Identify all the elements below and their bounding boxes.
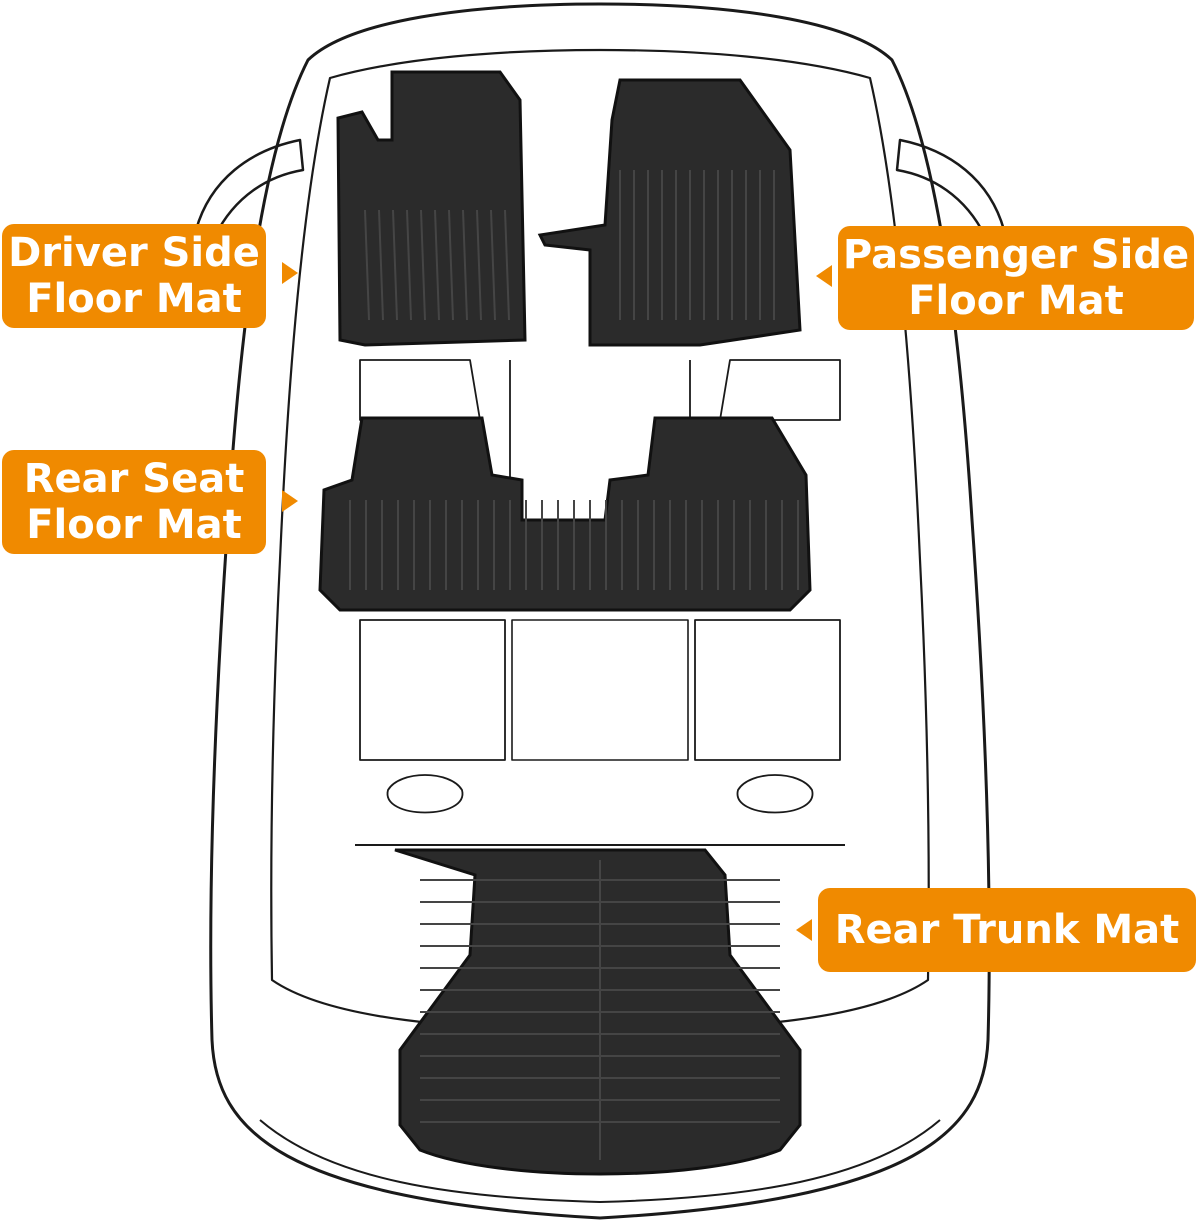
passenger-side-callout: Passenger Side Floor Mat bbox=[838, 226, 1194, 330]
trunk-callout-line1: Rear Trunk Mat bbox=[834, 907, 1180, 953]
driver-mat-groove bbox=[420, 209, 426, 321]
floor-mats bbox=[318, 70, 812, 1176]
trunk-callout-pointer bbox=[796, 919, 812, 941]
passenger-callout-pointer bbox=[816, 265, 832, 287]
driver-side-floor-mat bbox=[336, 70, 527, 347]
driver-callout-line1: Driver Side bbox=[8, 230, 260, 276]
driver-mat-groove bbox=[434, 209, 440, 321]
passenger-callout-line1: Passenger Side bbox=[842, 232, 1190, 278]
driver-mat-groove bbox=[378, 209, 384, 321]
rear-seat-callout-line1: Rear Seat bbox=[23, 456, 245, 502]
left-side-mirror bbox=[194, 138, 305, 238]
rear-seat-floor-mat bbox=[318, 416, 812, 612]
right-seat-outline bbox=[719, 359, 841, 421]
driver-mat-groove bbox=[448, 209, 454, 321]
rear-trunk-callout: Rear Trunk Mat bbox=[818, 888, 1196, 972]
driver-callout-line2: Floor Mat bbox=[26, 276, 242, 322]
driver-mat-groove bbox=[462, 209, 468, 321]
passenger-callout-line2: Floor Mat bbox=[908, 278, 1124, 324]
driver-callout-pointer bbox=[282, 262, 298, 284]
rear-bumper-line bbox=[259, 1119, 941, 1203]
rear-foot-well-right bbox=[736, 774, 814, 814]
rear-seat-callout: Rear Seat Floor Mat bbox=[2, 450, 266, 554]
driver-side-callout: Driver Side Floor Mat bbox=[2, 224, 266, 328]
mat-grooves bbox=[349, 170, 799, 1160]
driver-mat-groove bbox=[504, 209, 510, 321]
rear-bench-middle bbox=[511, 619, 689, 761]
rear-bench-left bbox=[359, 619, 506, 761]
driver-mat-groove bbox=[392, 209, 398, 321]
rear-seat-callout-pointer bbox=[282, 490, 298, 512]
driver-mat-groove bbox=[490, 209, 496, 321]
left-seat-outline bbox=[359, 359, 481, 421]
rear-bench-right bbox=[694, 619, 841, 761]
driver-mat-groove bbox=[364, 209, 370, 321]
driver-mat-groove bbox=[406, 209, 412, 321]
driver-mat-groove bbox=[476, 209, 482, 321]
rear-seat-callout-line2: Floor Mat bbox=[26, 502, 242, 548]
passenger-side-floor-mat bbox=[537, 78, 802, 347]
right-side-mirror bbox=[895, 138, 1006, 238]
rear-foot-well-left bbox=[386, 774, 464, 814]
